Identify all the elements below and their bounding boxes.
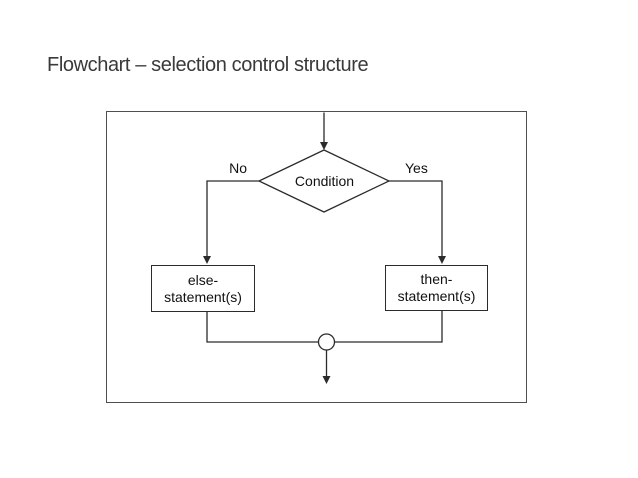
no-branch-label: No — [229, 160, 247, 176]
yes-branch-arrowhead-icon — [438, 256, 446, 264]
exit-arrowhead-icon — [322, 376, 331, 384]
then-to-junction-connector — [334, 311, 443, 343]
then-statements-box: then- statement(s) — [385, 265, 488, 311]
condition-label: Condition — [294, 173, 355, 189]
then-box-line1: then- — [420, 271, 453, 287]
else-box-line2: statement(s) — [164, 288, 242, 305]
else-statements-box: else- statement(s) — [151, 265, 255, 312]
no-branch-connector — [206, 180, 259, 257]
condition-diamond — [257, 149, 391, 213]
yes-branch-connector — [389, 180, 443, 257]
then-box-line2: statement(s) — [397, 288, 476, 304]
junction-circle — [317, 333, 336, 351]
no-branch-arrowhead-icon — [203, 256, 211, 264]
yes-branch-label: Yes — [405, 160, 428, 176]
slide-title: Flowchart – selection control structure — [47, 54, 369, 76]
flowchart-frame — [106, 111, 527, 403]
else-to-junction-connector — [206, 312, 319, 343]
else-box-line1: else- — [187, 271, 219, 288]
entry-arrowhead-icon — [320, 142, 328, 150]
